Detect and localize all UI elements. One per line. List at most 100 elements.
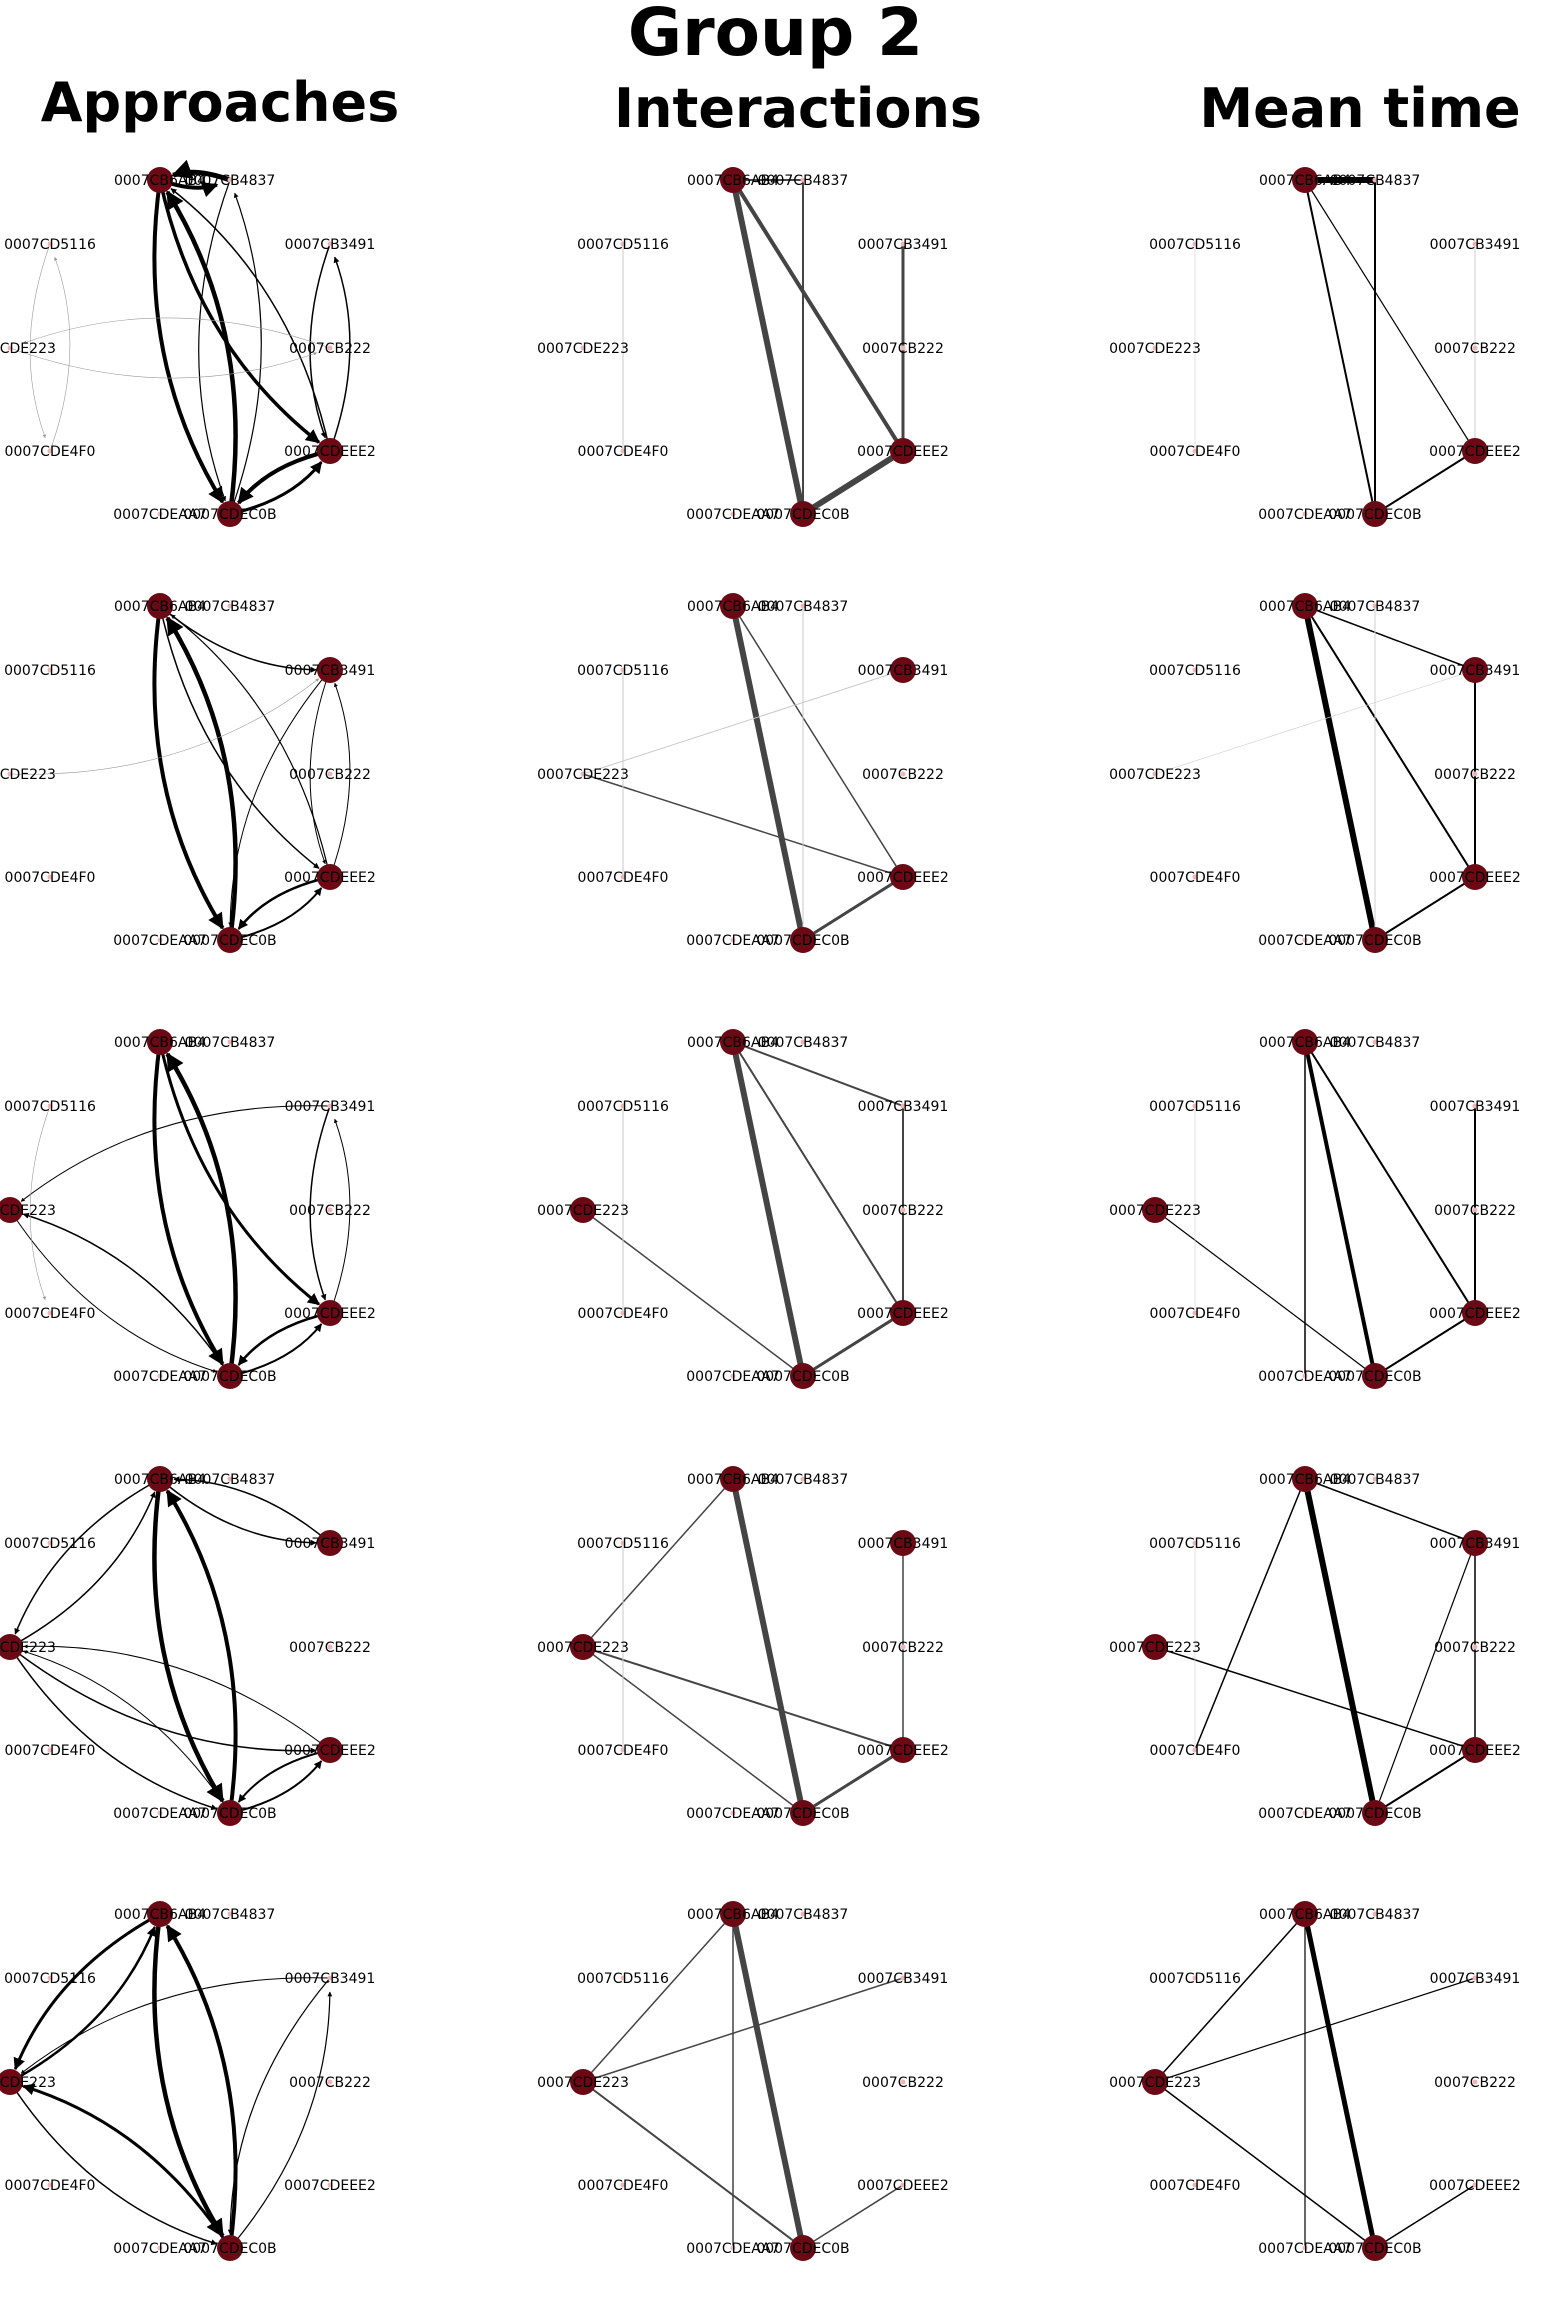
approach-edge-r0-1 — [171, 159, 231, 183]
node-r0-c1-4 — [580, 345, 586, 351]
node-label-r3-c2-3: 0007CB3491 — [1430, 1536, 1521, 1552]
node-r0-c2-7 — [1462, 438, 1488, 464]
node-r3-c0-1 — [227, 1476, 233, 1482]
node-label-r0-c0-8: 0007CDEAA7 — [113, 507, 206, 523]
node-label-r2-c2-5: 0007CB222 — [1434, 1203, 1516, 1219]
node-label-r0-c0-2: 0007CD5116 — [4, 237, 96, 253]
node-r4-c0-6 — [47, 2182, 53, 2188]
interaction-edge-r2-4 — [802, 1311, 904, 1378]
node-r2-c2-4 — [1142, 1197, 1168, 1223]
node-label-r2-c0-6: 0007CDE4F0 — [5, 1306, 96, 1322]
node-r2-c0-1 — [227, 1039, 233, 1045]
node-label-r4-c1-6: 0007CDE4F0 — [578, 2178, 669, 2194]
interaction-edge-r2-0 — [730, 1041, 806, 1377]
node-label-r2-c2-8: 0007CDEAA7 — [1258, 1369, 1351, 1385]
node-label-r1-c2-8: 0007CDEAA7 — [1258, 933, 1351, 949]
meantime-edge-r2-1 — [1304, 1041, 1476, 1314]
node-label-r0-c1-4: 0007CDE223 — [537, 341, 629, 357]
meantime-edge-r3-2 — [1194, 1478, 1306, 1751]
node-r3-c0-8 — [157, 1810, 163, 1816]
node-label-r1-c1-4: 0007CDE223 — [537, 767, 629, 783]
node-label-r1-c1-0: 0007CB6AB4 — [687, 599, 779, 615]
approach-edge-r1-5 — [228, 669, 331, 927]
node-label-r2-c2-9: 0007CDEC0B — [1328, 1369, 1421, 1385]
node-label-r1-c0-7: 0007CDEEE2 — [284, 870, 376, 886]
node-label-r0-c1-6: 0007CDE4F0 — [578, 444, 669, 460]
node-r0-c2-8 — [1302, 511, 1308, 517]
node-label-r3-c0-9: 0007CDEC0B — [183, 1806, 276, 1822]
approach-edge-r4-1 — [165, 1924, 238, 2249]
node-r1-c2-9 — [1362, 927, 1388, 953]
node-label-r1-c0-2: 0007CD5116 — [4, 663, 96, 679]
node-label-r4-c1-2: 0007CD5116 — [577, 1971, 669, 1987]
node-label-r0-c2-1: 0007CB4837 — [1330, 173, 1421, 189]
approach-edge-r1-8 — [237, 875, 331, 930]
node-label-r0-c2-0: 0007CB6AB4 — [1259, 173, 1351, 189]
figure-title: Group 2 — [627, 0, 924, 71]
node-r2-c0-5 — [327, 1207, 333, 1213]
node-label-r0-c1-0: 0007CB6AB4 — [687, 173, 779, 189]
node-label-r2-c0-8: 0007CDEAA7 — [113, 1369, 206, 1385]
node-r2-c1-5 — [900, 1207, 906, 1213]
node-r0-c1-5 — [900, 345, 906, 351]
node-r1-c0-4 — [7, 771, 13, 777]
node-label-r0-c2-3: 0007CB3491 — [1430, 237, 1521, 253]
node-r1-c1-6 — [620, 874, 626, 880]
node-label-r4-c1-9: 0007CDEC0B — [756, 2241, 849, 2257]
node-r0-c2-5 — [1472, 345, 1478, 351]
node-r1-c0-5 — [327, 771, 333, 777]
node-label-r3-c2-6: 0007CDE4F0 — [1150, 1743, 1241, 1759]
node-label-r2-c2-1: 0007CB4837 — [1330, 1035, 1421, 1051]
node-label-r0-c2-4: 0007CDE223 — [1109, 341, 1201, 357]
node-label-r1-c0-0: 0007CB6AB4 — [114, 599, 206, 615]
interaction-edge-r1-3 — [582, 669, 904, 775]
node-r0-c1-9 — [790, 501, 816, 527]
node-label-r4-c1-1: 0007CB4837 — [758, 1907, 849, 1923]
meantime-edge-r4-3 — [1154, 1977, 1476, 2083]
node-r1-c2-6 — [1192, 874, 1198, 880]
node-label-r3-c2-9: 0007CDEC0B — [1328, 1806, 1421, 1822]
node-r3-c0-7 — [317, 1737, 343, 1763]
node-label-r0-c2-9: 0007CDEC0B — [1328, 507, 1421, 523]
node-r4-c0-9 — [217, 2235, 243, 2261]
node-r2-c1-3 — [900, 1103, 906, 1109]
node-r4-c2-7 — [1472, 2182, 1478, 2188]
node-label-r3-c1-3: 0007CB3491 — [858, 1536, 949, 1552]
node-r3-c2-4 — [1142, 1634, 1168, 1660]
node-label-r1-c1-7: 0007CDEEE2 — [857, 870, 949, 886]
node-label-r0-c1-8: 0007CDEAA7 — [686, 507, 779, 523]
node-label-r1-c1-6: 0007CDE4F0 — [578, 870, 669, 886]
meantime-edge-r4-1 — [1154, 1913, 1306, 2083]
node-r1-c0-3 — [317, 657, 343, 683]
node-r4-c2-5 — [1472, 2079, 1478, 2085]
approach-edge-r2-6 — [329, 1118, 351, 1314]
interaction-edge-r3-4 — [802, 1748, 904, 1815]
node-label-r1-c1-9: 0007CDEC0B — [756, 933, 849, 949]
node-label-r0-c1-3: 0007CB3491 — [858, 237, 949, 253]
node-label-r0-c0-0: 0007CB6AB4 — [114, 173, 206, 189]
node-r4-c2-2 — [1192, 1975, 1198, 1981]
approach-edge-r3-7 — [23, 1644, 331, 1751]
node-r0-c0-3 — [327, 241, 333, 247]
node-r2-c0-3 — [327, 1103, 333, 1109]
node-r2-c1-0 — [720, 1029, 746, 1055]
node-label-r4-c1-5: 0007CB222 — [862, 2075, 944, 2091]
meantime-edge-r0-2 — [1304, 179, 1476, 452]
node-r2-c2-6 — [1192, 1310, 1198, 1316]
node-label-r4-c0-1: 0007CB4837 — [185, 1907, 276, 1923]
node-label-r3-c2-4: 0007CDE223 — [1109, 1640, 1201, 1656]
approach-edge-r4-2 — [13, 1912, 161, 2071]
approach-edge-r0-11 — [309, 243, 331, 439]
approach-edge-r3-5 — [9, 1491, 156, 1648]
node-r0-c0-2 — [47, 241, 53, 247]
approach-edge-r0-2 — [152, 179, 225, 504]
meantime-edge-r3-1 — [1304, 1478, 1476, 1544]
node-label-r1-c2-9: 0007CDEC0B — [1328, 933, 1421, 949]
node-r4-c2-9 — [1362, 2235, 1388, 2261]
node-label-r2-c1-4: 0007CDE223 — [537, 1203, 629, 1219]
node-r3-c1-0 — [720, 1466, 746, 1492]
node-r0-c1-0 — [720, 167, 746, 193]
node-label-r1-c1-8: 0007CDEAA7 — [686, 933, 779, 949]
node-label-r3-c1-7: 0007CDEEE2 — [857, 1743, 949, 1759]
node-r0-c2-4 — [1152, 345, 1158, 351]
